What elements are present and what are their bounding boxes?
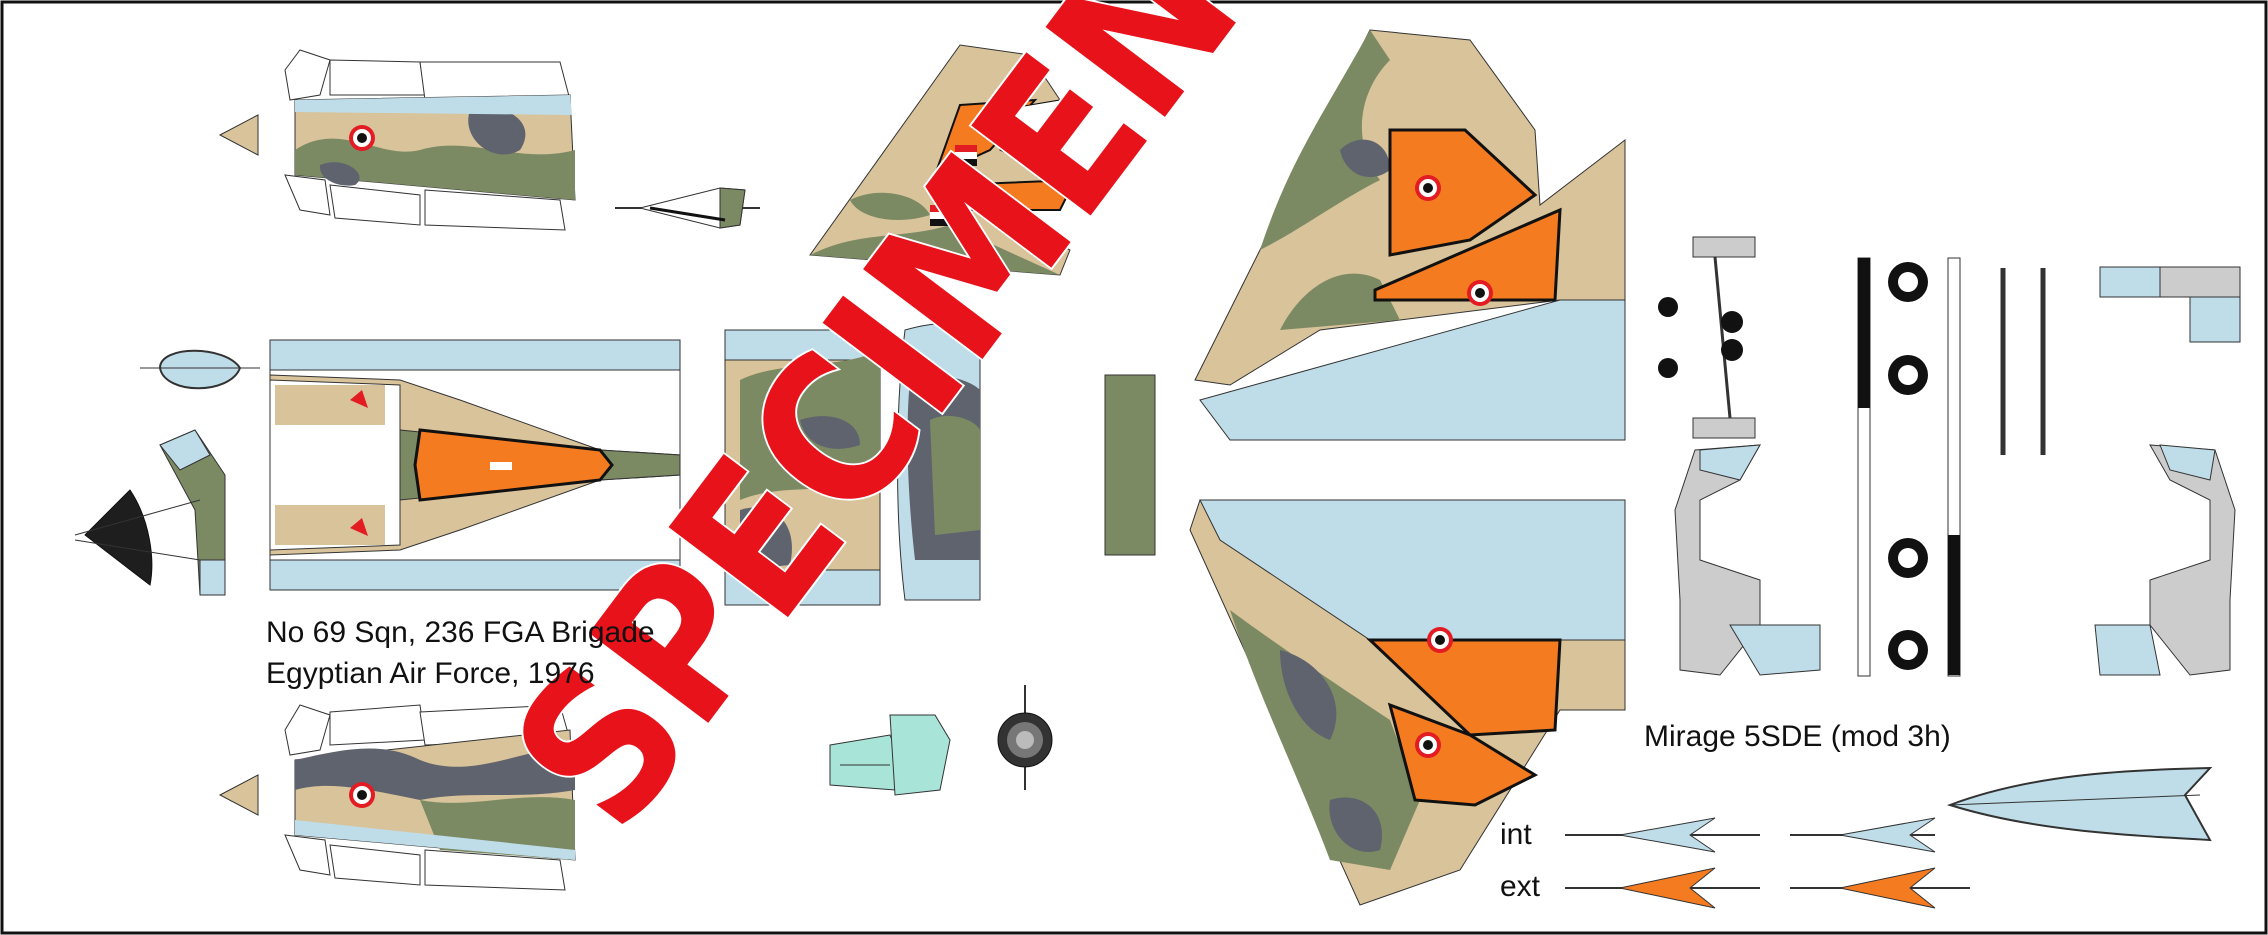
glue-tab xyxy=(329,59,426,96)
camo-grey xyxy=(319,162,360,186)
wheel-icon xyxy=(1658,297,1678,317)
light-blue-belly xyxy=(295,95,572,115)
stores-fins xyxy=(1565,817,1970,909)
unit-label: No 69 Sqn, 236 FGA Brigade xyxy=(266,616,655,649)
upper-fuselage-part xyxy=(218,49,576,231)
model-name-label: Mirage 5SDE (mod 3h) xyxy=(1644,720,1951,753)
air-force-label: Egyptian Air Force, 1976 xyxy=(266,657,595,690)
nose-tip-part xyxy=(218,774,259,816)
small-fin-part xyxy=(615,187,760,229)
glue-tab xyxy=(329,184,421,226)
flag-icon xyxy=(930,205,952,212)
wheel-icon xyxy=(1658,358,1678,378)
glue-tab xyxy=(424,189,566,231)
nozzle-part xyxy=(84,489,153,586)
lower-fuselage-part xyxy=(218,704,576,891)
left-wing-upper-part xyxy=(809,44,1077,276)
right-wing-upper-part xyxy=(1194,29,1626,441)
internal-stores-label: int xyxy=(1500,818,1532,851)
glue-tab xyxy=(284,174,331,216)
flag-icon xyxy=(955,145,977,152)
nose-tip-part xyxy=(218,114,259,156)
external-stores-label: ext xyxy=(1500,870,1541,903)
right-wing-lower-part xyxy=(1189,499,1626,906)
drop-tank-part xyxy=(1946,766,2213,842)
wheel-icon xyxy=(1721,339,1743,361)
camo-grey xyxy=(468,107,526,155)
canopy-part xyxy=(74,349,260,596)
glue-tab xyxy=(284,49,331,101)
gear-door-part xyxy=(1674,444,2236,676)
cockpit-decal xyxy=(413,428,614,502)
glue-tab xyxy=(419,61,571,101)
fuselage-side-part xyxy=(724,322,1156,606)
wheel-icon xyxy=(1721,311,1743,333)
main-fuselage-part xyxy=(269,339,681,591)
canopy-glazing-part xyxy=(829,714,951,796)
landing-gear-part xyxy=(1658,236,2241,677)
engine-fan-icon xyxy=(997,685,1053,790)
